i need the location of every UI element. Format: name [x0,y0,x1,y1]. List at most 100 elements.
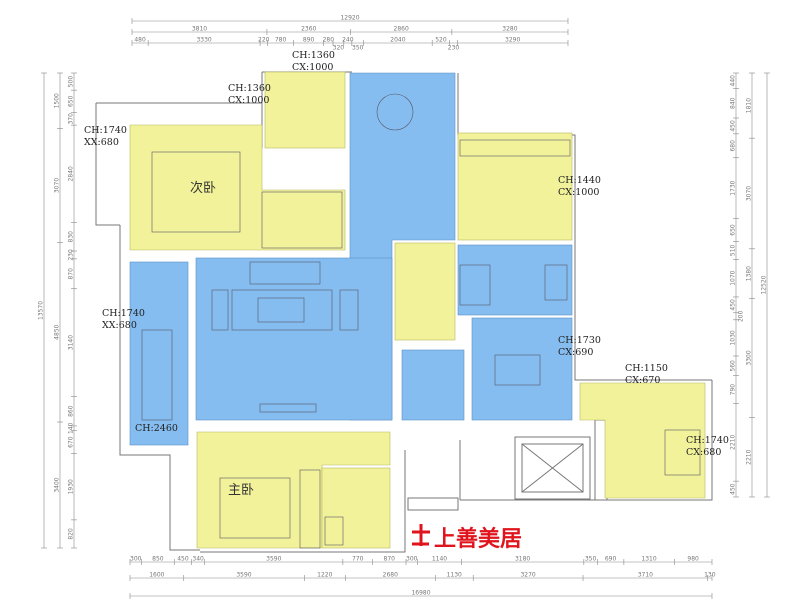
dimension-label: 450 [177,556,189,563]
cabinet-depth-label: CX:690 [558,347,593,358]
dimension-label: 450 [730,299,737,311]
sink [544,264,568,301]
dimension-label: 870 [68,268,75,280]
dimension-label: 230 [448,45,460,52]
dimension-label: 690 [605,556,617,563]
dimension-label: 12520 [761,275,768,294]
dimension-label: 2210 [730,435,737,450]
cabinet-height-label: CH:1360 [292,50,335,61]
dimension-label: 850 [152,556,164,563]
dimension-label: 13570 [38,301,45,320]
dimension-label: 2680 [383,572,398,579]
dimension-label: 500 [68,76,75,88]
walls [95,71,713,553]
dimension-label: 3290 [505,37,520,44]
dimension-label: 450 [730,120,737,132]
dimension-label: 240 [342,37,354,44]
dimension-label: 770 [352,556,364,563]
cabinet-depth-label: CX:680 [686,447,721,458]
dimension-label: 480 [134,37,146,44]
dimension-label: 3070 [54,178,61,193]
dimension-label: 12920 [340,15,359,22]
cabinet-height-label: CH:1740 [102,308,145,319]
private-zones [129,71,706,549]
right-bedroom-zone [457,132,573,241]
dimension-label: 130 [704,572,716,579]
dimension-label: 1140 [432,556,447,563]
kitchen-zone [457,244,573,316]
dimension-label: 450 [730,483,737,495]
cabinet-depth-label: CX:1000 [228,95,269,106]
public-zones [129,72,573,446]
dining-zone [471,317,573,421]
coffee-table [257,297,305,323]
dimension-label: 16980 [411,590,430,597]
cabinet-depth-label: CX:1000 [292,62,333,73]
shoe-cabinet [141,329,173,421]
dimension-label: 1070 [730,270,737,285]
dimension-label: 3180 [515,556,530,563]
dimension-label: 4850 [54,324,61,339]
cabinet-depth-label: XX:680 [84,137,119,148]
cabinet-depth-label: XX:680 [102,320,137,331]
dimension-label: 220 [258,37,270,44]
room-label-master-bedroom: 主卧 [228,483,254,498]
cabinet-height-label: CH:2460 [135,423,178,434]
dimension-label: 3330 [196,37,211,44]
living-room-zone [195,257,393,421]
dimension-label: 2360 [301,26,316,33]
dimension-label: 1930 [68,479,75,494]
master-bedroom-zone [196,431,391,549]
dimension-label: 200 [738,310,745,322]
dimension-label: 560 [730,360,737,372]
dimension-label: 1380 [746,266,753,281]
dimension-label: 3280 [502,26,517,33]
cabinet-depth-label: CX:1000 [558,187,599,198]
dimension-label: 3070 [746,186,753,201]
cabinet-height-label: CH:1730 [558,335,601,346]
armchair-right [339,289,359,331]
dimension-label: 370 [68,113,75,125]
cabinet-depth-label: CX:670 [625,375,660,386]
dimension-label: 140 [68,422,75,434]
armchair [211,289,229,331]
brand-logo: 上善美居 [412,524,522,552]
dimension-label: 1310 [641,556,656,563]
dimension-label: 1500 [54,93,61,108]
dimension-label: 650 [730,224,737,236]
dimension-label: 520 [435,37,447,44]
second-bedroom-zone [129,124,346,251]
dimension-label: 3590 [236,572,251,579]
dimension-label: 3270 [520,572,535,579]
room-label-second-bedroom: 次卧 [190,180,216,196]
dimension-label: 280 [323,37,335,44]
dimension-label: 650 [68,95,75,107]
logo-text: 上善美居 [434,526,522,552]
bed-top [151,151,241,233]
dimension-label: 1030 [730,330,737,345]
dimension-label: 860 [68,405,75,417]
sofa [249,261,321,285]
dimension-label: 350 [585,556,597,563]
dimension-label: 340 [192,556,204,563]
dimension-label: 3400 [54,477,61,492]
dimension-label: 300 [130,556,142,563]
dimension-label: 780 [275,37,287,44]
rug [231,289,333,331]
cabinet-height-label: CH:1740 [84,125,127,136]
wardrobe-bottom [299,469,321,549]
kitchen-counter [459,264,491,306]
dimension-label: 840 [730,97,737,109]
dimension-label: 3710 [638,572,653,579]
tv-cabinet [259,403,317,413]
top-bathroom-zone [264,71,346,149]
small-bathroom-zone [394,242,456,341]
dimension-label: 230 [68,249,75,261]
dimension-label: 790 [730,384,737,396]
study-zone [579,382,706,499]
dimension-label: 350 [352,45,364,52]
desk [664,429,701,476]
dimension-label: 2210 [746,449,753,464]
dimension-label: 1810 [746,98,753,113]
furniture [141,93,701,549]
